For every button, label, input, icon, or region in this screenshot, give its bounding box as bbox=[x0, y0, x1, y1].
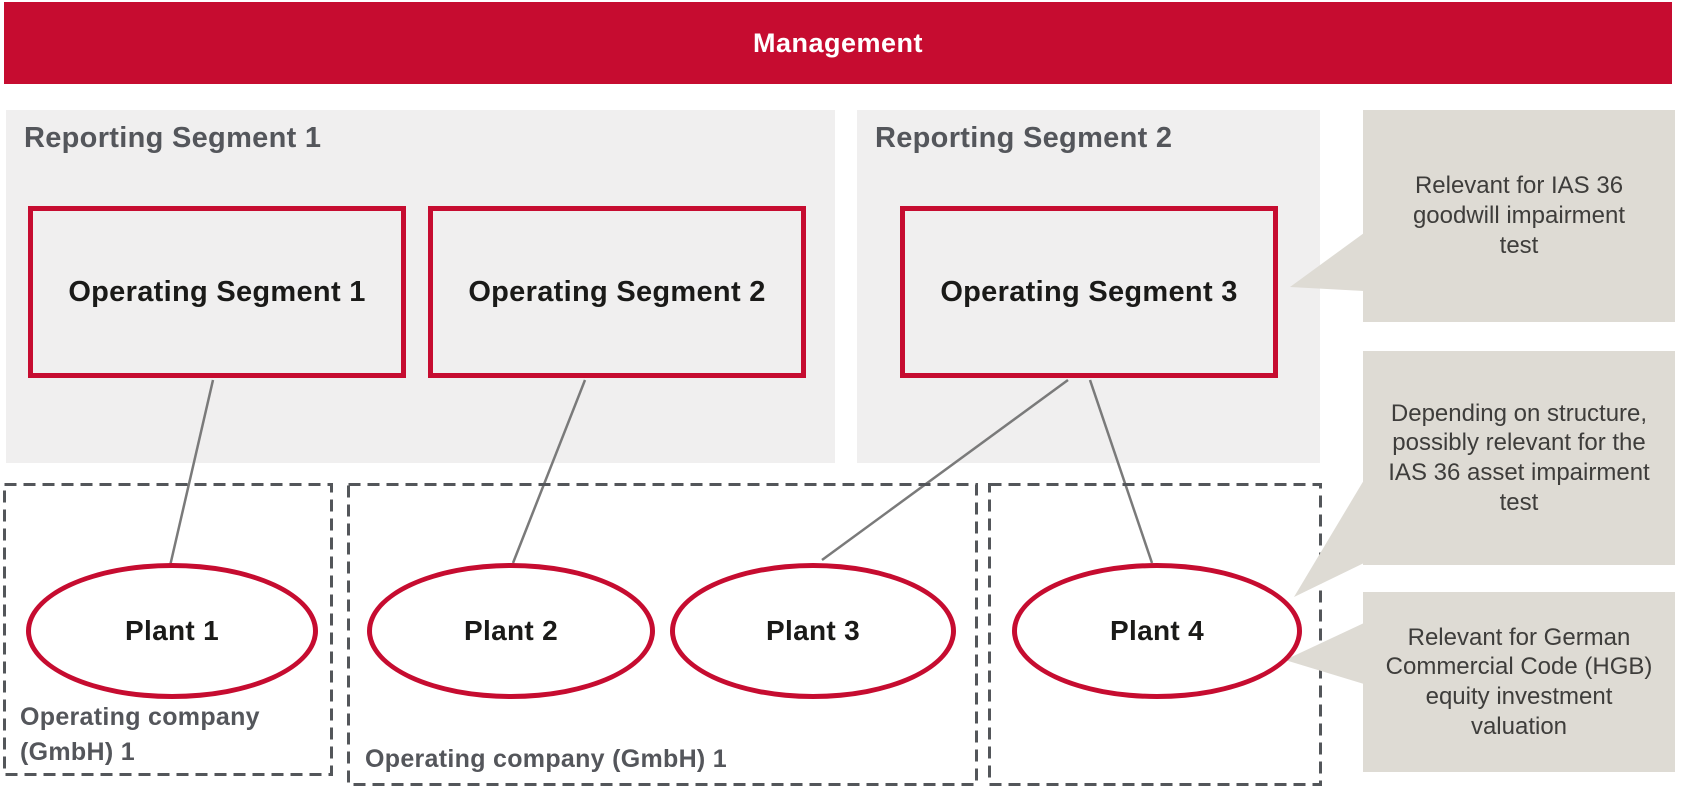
plant-4-ellipse: Plant 4 bbox=[1012, 563, 1302, 699]
operating-segment-3-box: Operating Segment 3 bbox=[900, 206, 1278, 378]
reporting-segment-2-label: Reporting Segment 2 bbox=[875, 122, 1173, 154]
operating-company-1-label: Operating company (GmbH) 1 bbox=[20, 703, 260, 766]
plant-3-label: Plant 3 bbox=[766, 615, 860, 646]
callout-hgb-valuation-text: Relevant for German Commercial Code (HGB… bbox=[1385, 623, 1653, 740]
callout-hgb-valuation: Relevant for German Commercial Code (HGB… bbox=[1363, 592, 1675, 772]
plant-4-label: Plant 4 bbox=[1110, 615, 1204, 646]
callout-goodwill-impairment: Relevant for IAS 36 goodwill impairment … bbox=[1363, 110, 1675, 322]
callout-asset-impairment-text: Depending on structure, possibly relevan… bbox=[1388, 399, 1650, 516]
operating-segment-3-label: Operating Segment 3 bbox=[940, 275, 1238, 308]
callout-pointer-asset bbox=[1294, 480, 1364, 597]
operating-segment-1-box: Operating Segment 1 bbox=[28, 206, 406, 378]
callout-goodwill-impairment-text: Relevant for IAS 36 goodwill impairment … bbox=[1412, 172, 1626, 259]
management-banner: Management bbox=[4, 2, 1672, 84]
operating-segment-1-label: Operating Segment 1 bbox=[68, 275, 366, 308]
operating-company-2-label: Operating company (GmbH) 1 bbox=[365, 745, 728, 773]
reporting-segment-1-label: Reporting Segment 1 bbox=[24, 122, 322, 154]
plant-1-label: Plant 1 bbox=[125, 615, 219, 646]
plant-1-ellipse: Plant 1 bbox=[26, 563, 318, 699]
operating-segment-2-box: Operating Segment 2 bbox=[428, 206, 806, 378]
management-banner-label: Management bbox=[752, 27, 924, 58]
plant-2-ellipse: Plant 2 bbox=[367, 563, 655, 699]
operating-segment-2-label: Operating Segment 2 bbox=[468, 275, 766, 308]
plant-3-ellipse: Plant 3 bbox=[670, 563, 956, 699]
callout-asset-impairment: Depending on structure, possibly relevan… bbox=[1363, 351, 1675, 565]
plant-2-label: Plant 2 bbox=[464, 615, 558, 646]
